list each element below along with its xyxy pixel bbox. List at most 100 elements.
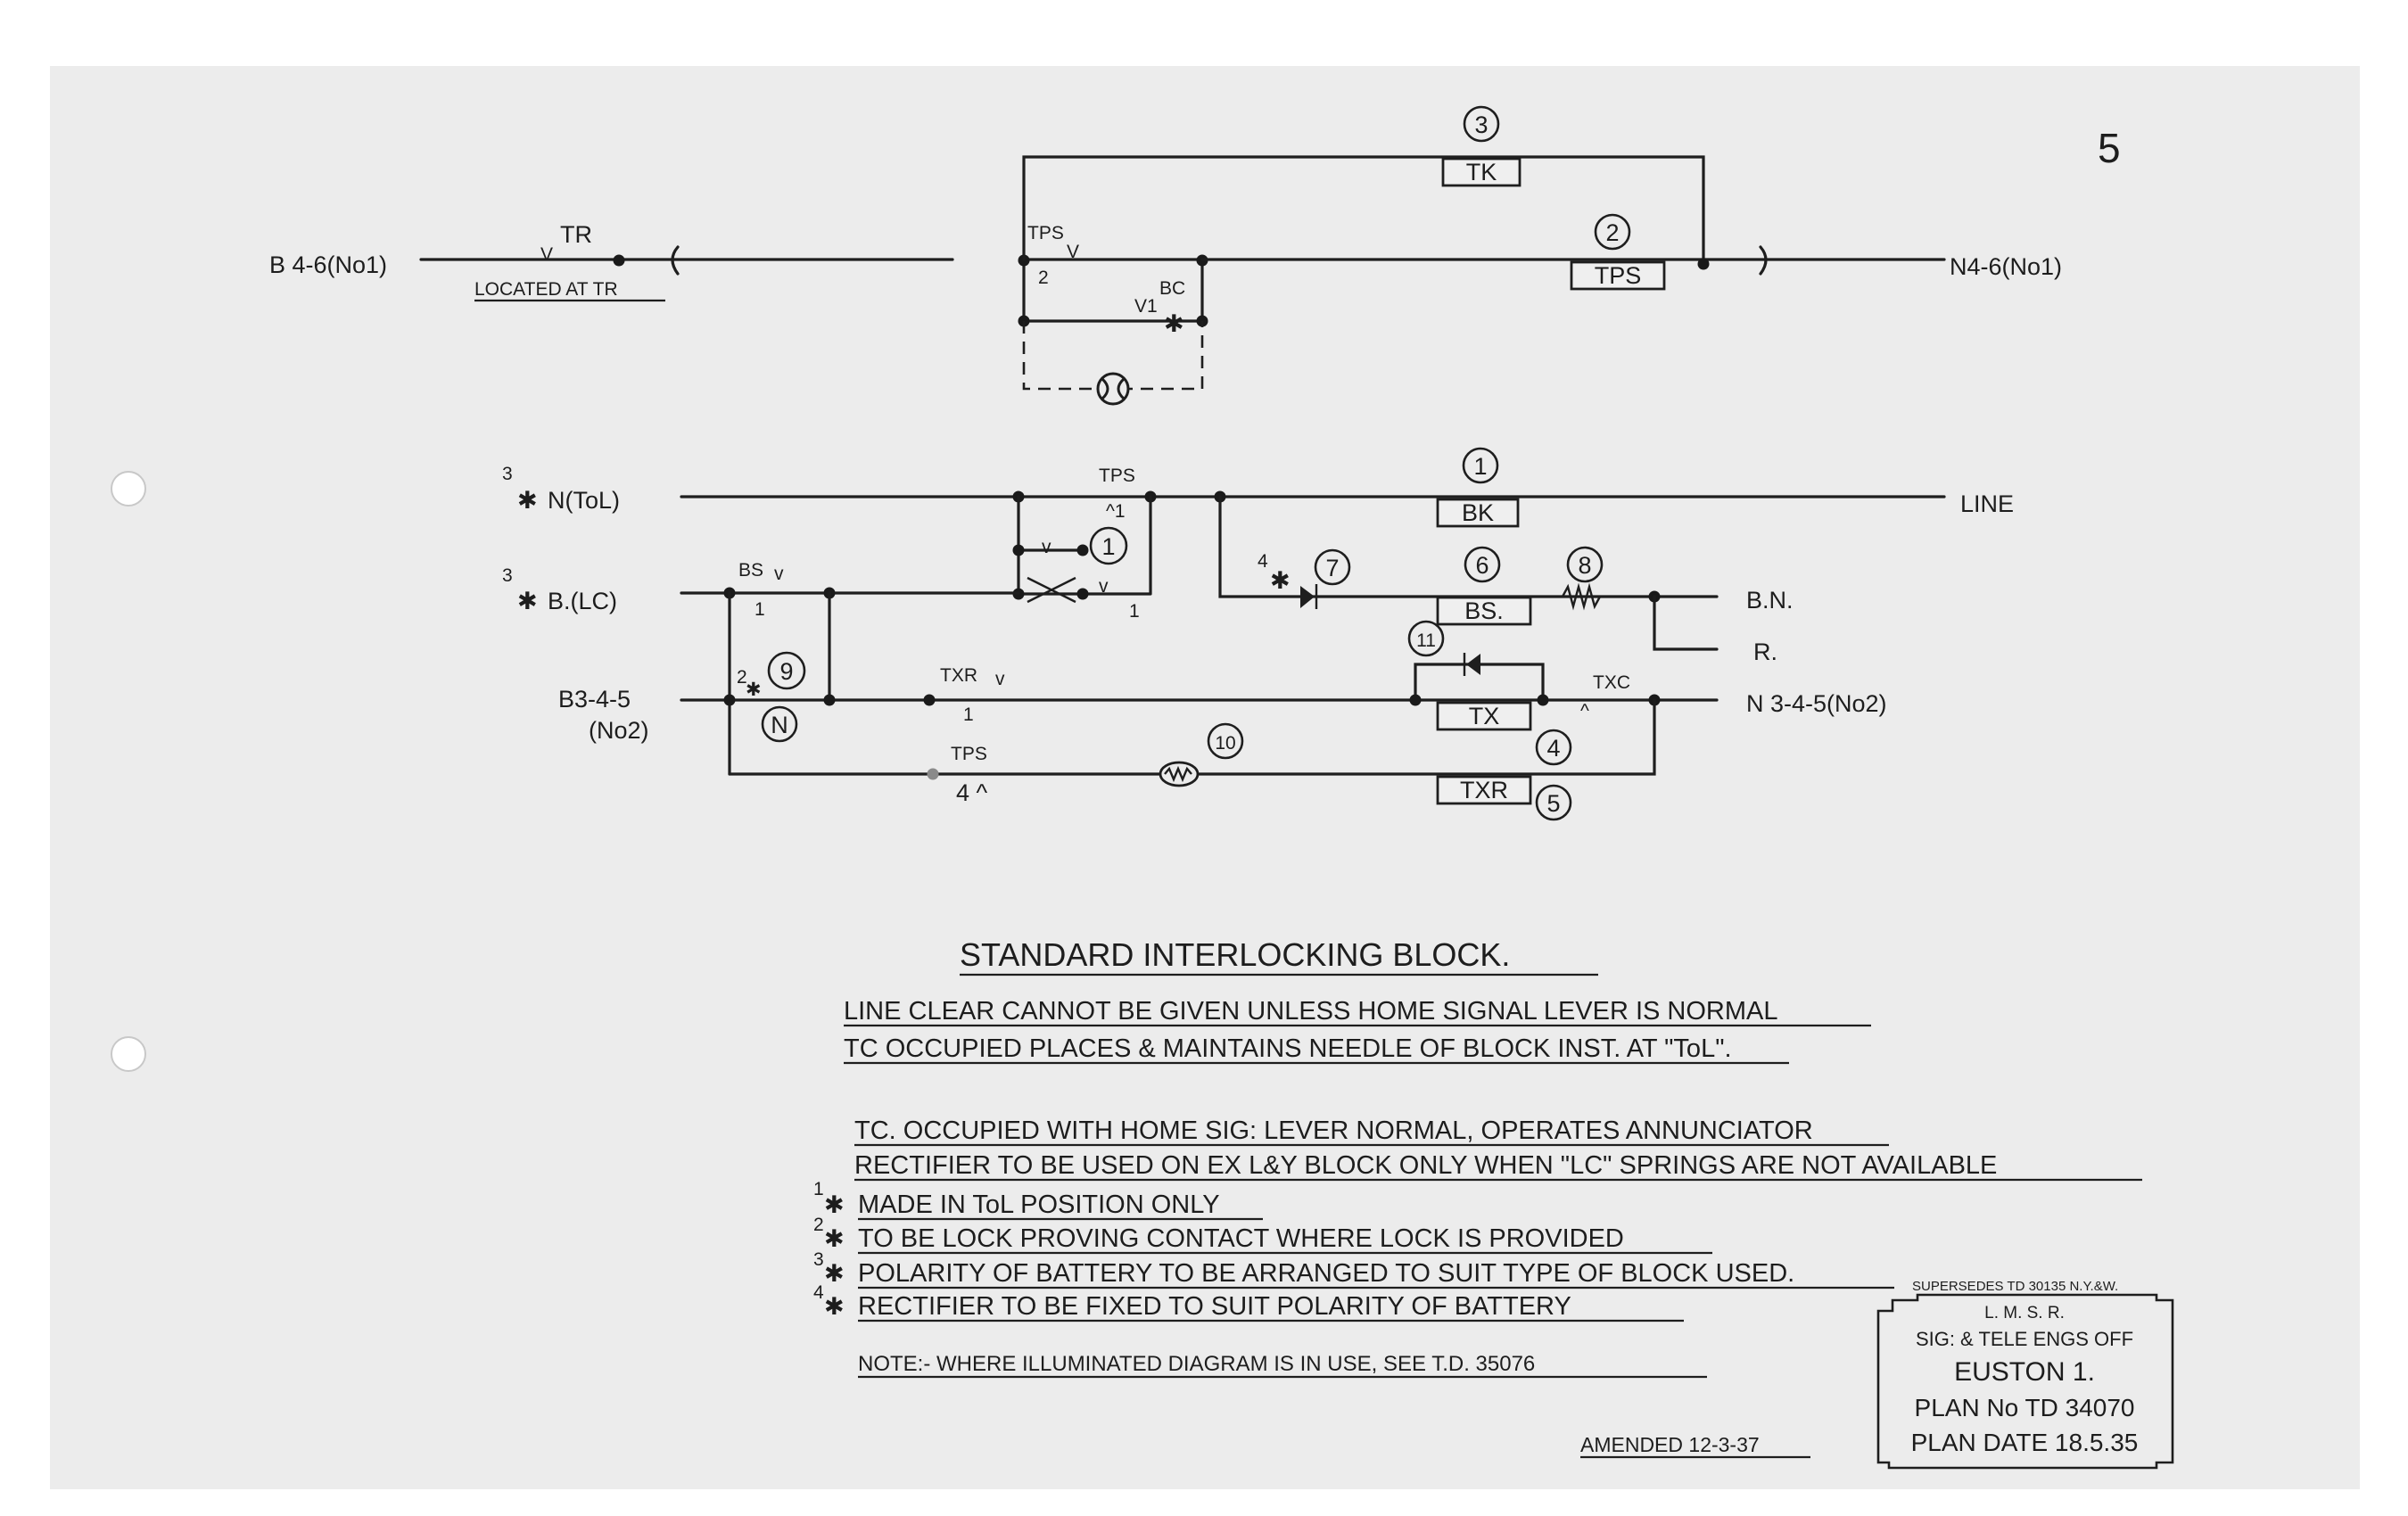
v-lower-label: v [1099,576,1109,597]
callout-4-circle [1535,729,1572,766]
sup-4: 4 [1258,551,1268,572]
no2-label: (No2) [589,717,649,744]
footnote-4-text: RECTIFIER TO BE FIXED TO SUIT POLARITY O… [858,1292,1571,1321]
resistor-10-coil [1164,765,1192,783]
footnote-1-mark: 1 [813,1179,824,1199]
sup-2: 2 [737,667,747,688]
callout-6-circle [1464,546,1501,583]
footnote-3-star: ✱ [824,1260,845,1287]
callout-8-label: 8 [1578,552,1591,579]
bs-relay-label: BS. [1464,597,1504,624]
footnote-3-text: POLARITY OF BATTERY TO BE ARRANGED TO SU… [858,1259,1794,1288]
node-tx-right [1537,694,1549,706]
n3-label: N 3-4-5(No2) [1746,690,1887,717]
callout-2-label: 2 [1605,219,1619,246]
note-1-line-1: LINE CLEAR CANNOT BE GIVEN UNLESS HOME S… [844,997,1778,1026]
upper-bracket-right [1759,245,1768,276]
callout-n-circle [761,705,798,743]
line-label: LINE [1960,490,2014,517]
bn-label: B.N. [1746,587,1794,614]
upper-right-terminal: N4-6(No1) [1950,253,2062,280]
tk-relay-label: TK [1466,159,1497,185]
footnote-4-mark: 4 [813,1282,824,1303]
diagram-title: STANDARD INTERLOCKING BLOCK. [960,936,1510,973]
tps-bottom-label: TPS [951,744,987,764]
txc-contact-symbol: ^ [1580,701,1589,721]
bs-branch-wire [1218,495,1719,598]
footnote-1-star: ✱ [824,1191,845,1218]
r-branch-wire [1653,595,1719,651]
star-4: ✱ [1270,567,1291,594]
upper-circuit: B 4-6(No1) TR V LOCATED AT TR TPS V 2 BC… [269,105,2062,406]
tps-upper-number: 2 [1038,268,1049,288]
node-e [1697,258,1710,270]
txr-relay-label: TXR [1460,777,1508,803]
callout-9-circle [767,651,806,690]
node-txr-contact [923,694,936,706]
callout-1-label: 1 [1473,453,1487,480]
bottom-wire [728,698,1656,776]
callout-2-circle [1594,213,1631,251]
b-lc-label: B.(LC) [548,588,617,614]
page-number: 5 [2098,125,2121,171]
sup-3b: 3 [502,565,513,586]
tr-label: TR [560,221,592,248]
footnote-1-text: MADE IN ToL POSITION ONLY [858,1191,1220,1219]
node-v-lower-m [1076,588,1089,600]
resistor-8-icon [1561,582,1602,611]
tps-top-symbol: ^1 [1106,501,1126,522]
callout-1b-label: 1 [1101,533,1115,560]
v-upper-label: v [1042,537,1051,557]
callout-9-label: 9 [779,658,793,685]
stamp-supersedes: SUPERSEDES TD 30135 N.Y.&W. [1912,1279,2118,1294]
stamp-line-3: EUSTON 1. [1954,1357,2095,1387]
r-label: R. [1753,639,1777,665]
txr-contact-number: 1 [963,704,974,725]
bc-star-mark: ✱ [1164,310,1184,337]
upper-bracket-left [671,245,680,276]
rectifier-7-icon [1300,586,1315,608]
note-1-line-2: TC OCCUPIED PLACES & MAINTAINS NEEDLE OF… [844,1034,1732,1063]
tps-upper-symbol: V [1067,242,1079,262]
footnote-2-text: TO BE LOCK PROVING CONTACT WHERE LOCK IS… [858,1224,1624,1253]
annunciator-instrument-icon [1096,372,1130,406]
callout-11-label: 11 [1416,630,1436,651]
footnote-2-mark: 2 [813,1215,824,1235]
node-tx-left [1409,694,1422,706]
tk-branch-wire [1022,155,1705,261]
callout-3-circle [1463,105,1500,143]
callout-10-label: 10 [1215,733,1235,754]
callout-4-label: 4 [1546,735,1560,762]
tk-relay-box [1441,157,1521,187]
tps-bottom-symbol: 4 ^ [956,779,988,806]
sup-3a: 3 [502,464,513,484]
tps-top-label: TPS [1099,466,1135,486]
callout-11-circle [1407,620,1445,657]
txr-relay-box [1436,775,1532,805]
bk-relay-box [1436,498,1520,528]
callout-8-circle [1566,546,1604,583]
rectifier-11-icon [1466,654,1480,675]
txr-contact-symbol: v [995,669,1005,689]
final-note: NOTE:- WHERE ILLUMINATED DIAGRAM IS IN U… [858,1352,1535,1376]
txc-contact-label: TXC [1593,672,1630,693]
tr-contact-symbol: V [540,244,553,265]
callout-10-circle [1207,722,1244,760]
amended-date: AMENDED 12-3-37 [1580,1433,1760,1456]
tps-relay-label: TPS [1595,262,1642,289]
stamp-line-1: L. M. S. R. [1984,1304,2065,1322]
instrument-coil-marks [1101,377,1126,400]
note-2-line-1: TC. OCCUPIED WITH HOME SIG: LEVER NORMAL… [854,1116,1813,1145]
bs-contact-number: 1 [755,599,765,620]
node-v-upper-r [1076,544,1089,556]
stamp-border [1876,1293,2174,1470]
tx-relay-label: TX [1469,703,1500,729]
located-at-tr-note: LOCATED AT TR [474,279,618,300]
tx-relay-box [1436,701,1532,731]
upper-left-terminal: B 4-6(No1) [269,251,387,278]
callout-5-circle [1535,784,1572,821]
tps-relay-box [1570,260,1666,291]
footnote-2-star: ✱ [824,1225,845,1252]
node-v-upper [1012,544,1025,556]
